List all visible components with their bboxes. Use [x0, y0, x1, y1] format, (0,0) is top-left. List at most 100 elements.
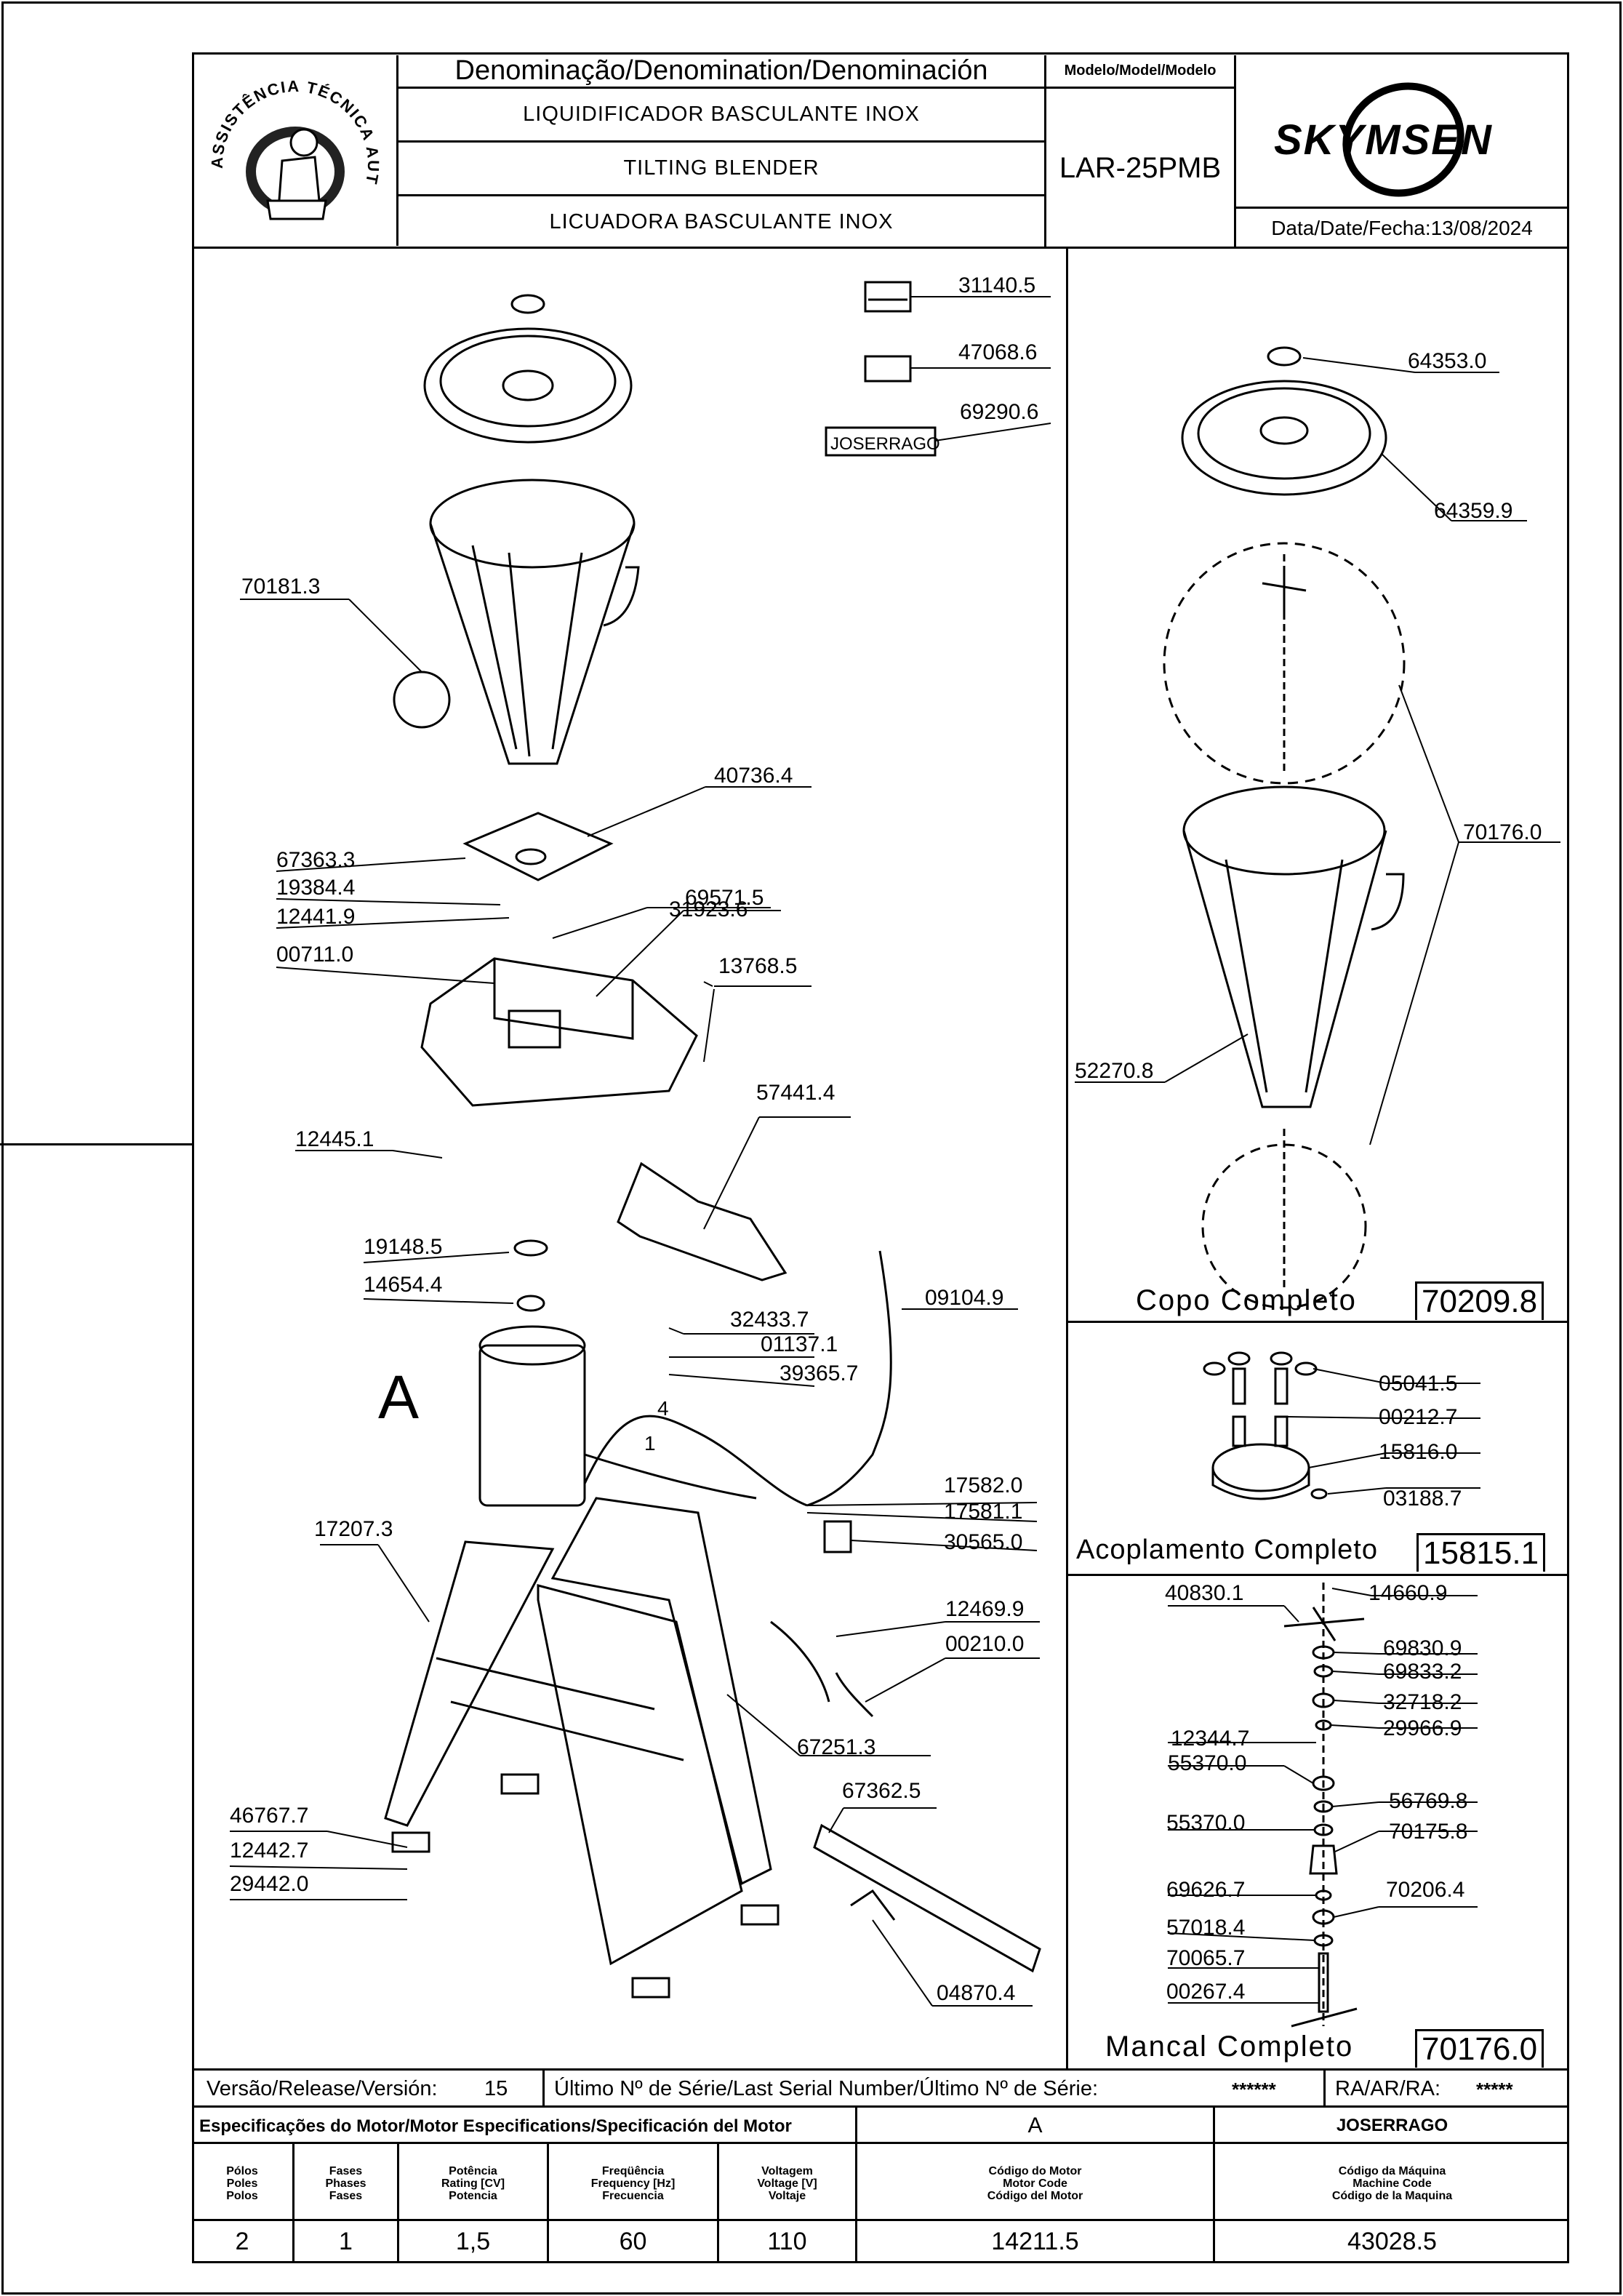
specs-machine-name: JOSERRAGO	[1336, 2116, 1448, 2135]
part-label: 40736.4	[714, 764, 793, 788]
spec-header-voltage: Voltagem Voltage [V] Voltaje	[757, 2164, 817, 2202]
part-label: 00711.0	[276, 943, 354, 967]
spec-header-phases: Fases Phases Fases	[325, 2164, 366, 2202]
brand-logo: SKYMSEN	[1236, 58, 1568, 204]
ra-value: *****	[1476, 2079, 1513, 2100]
model-column	[1044, 55, 1236, 247]
coupling-disc-icon	[1211, 1443, 1310, 1492]
part-label: 12445.1	[295, 1127, 374, 1151]
mancal-drawing	[1167, 1583, 1478, 2028]
acoplamento-drawing	[1203, 1351, 1480, 1500]
lid-cap-icon	[510, 294, 545, 314]
mancal-part-label: 69626.7	[1166, 1878, 1246, 1902]
part-label: 09104.9	[925, 1286, 1004, 1310]
foot-icon	[391, 1831, 430, 1853]
sticker-31140-icon	[864, 281, 912, 313]
copo-divider	[1066, 1321, 1569, 1323]
mancal-part-label: 70206.4	[1386, 1878, 1465, 1902]
blade-icon	[1283, 1607, 1365, 1641]
specs-col-div	[717, 2144, 719, 2263]
mancal-part-label: 55370.0	[1168, 1751, 1247, 1775]
mancal-title: Mancal Completo	[1105, 2031, 1354, 2063]
part-label: 17207.3	[314, 1517, 393, 1541]
part-label: 67251.3	[797, 1735, 876, 1759]
part-label: 00210.0	[945, 1632, 1025, 1656]
spec-value-machine-code: 43028.5	[1347, 2227, 1437, 2255]
motor-icon	[478, 1344, 586, 1507]
sticker-47068-icon	[864, 355, 912, 383]
part-label: 04870.4	[937, 1981, 1016, 2005]
date-cell: Data/Date/Fecha:13/08/2024	[1236, 207, 1568, 247]
acop-divider	[1066, 1574, 1569, 1576]
mancal-part-label: 69833.2	[1383, 1660, 1462, 1684]
acop-title: Acoplamento Completo	[1076, 1535, 1378, 1565]
copo-part-label: 64353.0	[1408, 349, 1487, 373]
copo-code: 70209.8	[1415, 1281, 1544, 1320]
joserrago-tag-icon	[825, 426, 937, 457]
name-pt: LIQUIDIFICADOR BASCULANTE INOX	[398, 89, 1044, 143]
support-bar-icon	[813, 1823, 1041, 1973]
spec-header-machine-code: Código da Máquina Machine Code Código de…	[1331, 2164, 1453, 2202]
guard-bracket-icon	[617, 1161, 788, 1281]
specs-col-div	[547, 2144, 549, 2263]
part-label: 17581.1	[944, 1500, 1023, 1524]
mancal-part-label: 32718.2	[1383, 1690, 1462, 1714]
part-label: 70181.3	[241, 575, 321, 599]
serial-label: Último Nº de Série/Last Serial Number/Úl…	[554, 2077, 1099, 2100]
base-plate-icon	[462, 812, 614, 881]
part-label: 31140.5	[958, 273, 1036, 297]
specs-title: Especificações do Motor/Motor Especifica…	[199, 2116, 792, 2136]
part-label: 69290.6	[960, 400, 1039, 424]
mancal-part-label: 70065.7	[1166, 1946, 1246, 1970]
part-label: 14654.4	[364, 1273, 443, 1297]
name-es: LICUADORA BASCULANTE INOX	[549, 209, 894, 233]
spec-value-poles: 2	[235, 2227, 249, 2255]
copo-part-label: 64359.9	[1434, 499, 1513, 523]
part-label: 19148.5	[364, 1235, 443, 1259]
spec-value-voltage: 110	[767, 2227, 807, 2255]
bushing-icon	[1309, 1844, 1338, 1875]
part-label: 01137.1	[761, 1332, 838, 1356]
shaft-icon	[1318, 1952, 1329, 2013]
mancal-part-label: 14660.9	[1368, 1581, 1448, 1605]
seal-icon: ASSISTÊNCIA TÉCNICA AUTORIZADA	[188, 41, 381, 220]
part-label: 69571.5	[685, 886, 764, 910]
joserrago-tag: JOSERRAGO	[830, 434, 940, 454]
part-label: 19384.4	[276, 876, 356, 900]
mancal-part-label: 40830.1	[1165, 1581, 1244, 1605]
blade-detail-circle	[1163, 542, 1406, 785]
copo-title: Copo Completo	[1136, 1284, 1357, 1316]
acop-part-label: 00212.7	[1379, 1405, 1458, 1429]
mancal-part-label: 69830.9	[1383, 1636, 1462, 1660]
part-label: 17582.0	[944, 1473, 1023, 1497]
specs-div-1	[855, 2108, 857, 2263]
switch-icon	[823, 1520, 852, 1553]
copo-drawing	[1075, 346, 1560, 1309]
serial-value: ******	[1232, 2079, 1276, 2100]
part-label: 29442.0	[230, 1872, 309, 1896]
part-label: 32433.7	[730, 1308, 809, 1332]
part-label: 46767.7	[230, 1804, 309, 1828]
acop-part-label: 03188.7	[1383, 1487, 1462, 1511]
part-label: 12469.9	[945, 1597, 1025, 1621]
mancal-part-label: 12344.7	[1171, 1727, 1250, 1751]
copo-jar-icon	[1182, 785, 1386, 876]
wire-label-1: 1	[644, 1432, 656, 1455]
name-en: TILTING BLENDER	[398, 143, 1044, 196]
stand-frame-icon	[550, 1497, 772, 1886]
spec-value-frequency: 60	[619, 2227, 647, 2255]
ra-label: RA/AR/RA:	[1335, 2077, 1441, 2100]
ra-divider	[1323, 2068, 1326, 2108]
copo-cap-icon	[1267, 346, 1302, 367]
title-block	[192, 52, 1569, 249]
specs-col-div	[292, 2144, 294, 2263]
model-label: Modelo/Model/Modelo	[1044, 55, 1236, 89]
specs-div-2	[1213, 2108, 1215, 2263]
brand-text: SKYMSEN	[1274, 116, 1493, 164]
release-label: Versão/Release/Versión:	[207, 2077, 438, 2100]
acop-part-label: 05041.5	[1379, 1372, 1458, 1396]
power-cord-icon	[806, 1250, 892, 1507]
part-label: 47068.6	[958, 340, 1038, 364]
date-value: 13/08/2024	[1430, 216, 1533, 239]
release-version: 15	[484, 2077, 508, 2100]
